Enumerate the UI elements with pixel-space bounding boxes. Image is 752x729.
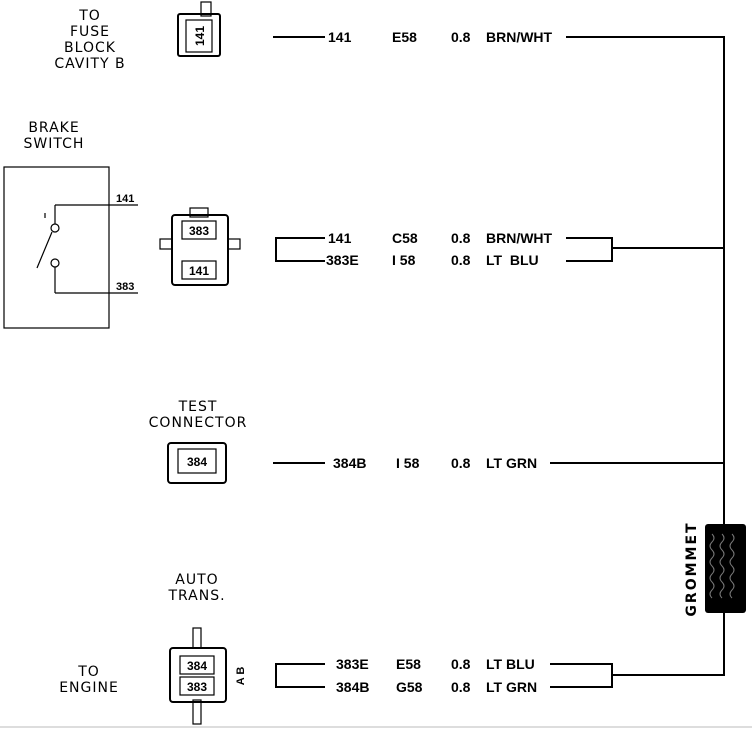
fuse-connector: 141 xyxy=(177,1,221,57)
wire-color: LT GRN xyxy=(486,455,537,471)
trans-label-line-1: AUTO xyxy=(175,572,218,588)
test-pin-384: 384 xyxy=(187,455,207,469)
switch-contact-top xyxy=(50,223,60,233)
trans-pin-384: 384 xyxy=(187,659,207,673)
wire-location: G58 xyxy=(396,679,423,695)
wire-color: LT GRN xyxy=(486,679,537,695)
wire-gauge: 0.8 xyxy=(451,455,471,471)
wire-label-test: 384B I 58 0.8 LT GRN xyxy=(333,455,537,471)
wire-color: BRN/WHT xyxy=(486,230,553,246)
fuse-label-line-4: CAVITY B xyxy=(54,56,125,72)
wire-circuit: 141 xyxy=(328,29,352,45)
switch-housing xyxy=(3,166,110,329)
wire-gauge: 0.8 xyxy=(451,230,471,246)
fuse-label-line-2: FUSE xyxy=(70,24,110,40)
brake-connector-body xyxy=(171,214,229,286)
wire-color: BRN/WHT xyxy=(486,29,553,45)
trans-label-line-2: TRANS. xyxy=(167,588,225,604)
trans-pin-letters: A B xyxy=(235,667,247,686)
brake-pin-383: 383 xyxy=(189,224,209,238)
engine-label-line-1: TO xyxy=(77,664,100,680)
test-label-line-2: CONNECTOR xyxy=(149,415,248,431)
wire-label-trans-2: 384B G58 0.8 LT GRN xyxy=(336,679,537,695)
wire-circuit: 384B xyxy=(333,455,366,471)
trans-pin-383: 383 xyxy=(187,680,207,694)
wire-location: E58 xyxy=(396,656,421,672)
test-connector-label: TEST CONNECTOR xyxy=(149,399,248,431)
test-label-line-1: TEST xyxy=(178,399,218,415)
brake-connector: 383 141 xyxy=(159,207,241,286)
switch-terminal-141: 141 xyxy=(116,193,134,205)
wire-label-trans-1: 383E E58 0.8 LT BLU xyxy=(336,656,535,672)
wire-circuit: 384B xyxy=(336,679,369,695)
switch-blade xyxy=(36,231,53,269)
brake-label-line-1: BRAKE xyxy=(28,120,79,136)
fuse-label-line-3: BLOCK xyxy=(64,40,116,56)
wire-gauge: 0.8 xyxy=(451,679,471,695)
brake-label-line-2: SWITCH xyxy=(24,136,85,152)
engine-label-line-2: ENGINE xyxy=(59,680,119,696)
wire-location: I 58 xyxy=(396,455,420,471)
switch-terminal-383: 383 xyxy=(116,281,134,293)
wire-color: LT BLU xyxy=(486,252,539,268)
brake-switch-symbol: 141 383 xyxy=(3,166,138,329)
wire-lines xyxy=(273,36,725,688)
grommet-body xyxy=(705,524,746,613)
wire-color: LT BLU xyxy=(486,656,535,672)
auto-trans-label: AUTO TRANS. xyxy=(167,572,225,604)
fuse-block-label: TO FUSE BLOCK CAVITY B xyxy=(54,8,125,72)
fuse-label-line-1: TO xyxy=(78,8,101,24)
grommet: GROMMET xyxy=(684,521,746,617)
wire-location: E58 xyxy=(392,29,417,45)
brake-pin-141: 141 xyxy=(189,264,209,278)
fuse-connector-body xyxy=(177,13,221,57)
test-connector: 384 xyxy=(167,442,227,484)
grommet-label: GROMMET xyxy=(684,521,700,616)
wire-circuit: 383E xyxy=(336,656,369,672)
wire-gauge: 0.8 xyxy=(451,29,471,45)
wire-gauge: 0.8 xyxy=(451,252,471,268)
wire-location: C58 xyxy=(392,230,418,246)
wire-circuit: 383E xyxy=(326,252,359,268)
wire-location: I 58 xyxy=(392,252,416,268)
wire-label-brake-2: 383E I 58 0.8 LT BLU xyxy=(326,252,539,268)
wire-label-brake-1: 141 C58 0.8 BRN/WHT xyxy=(328,230,553,246)
fuse-pin-141: 141 xyxy=(193,26,207,46)
to-engine-label: TO ENGINE xyxy=(59,664,119,696)
brake-switch-label: BRAKE SWITCH xyxy=(24,120,85,152)
trans-connector-body xyxy=(169,647,227,703)
switch-contact-bottom xyxy=(50,258,60,268)
wire-gauge: 0.8 xyxy=(451,656,471,672)
test-connector-body xyxy=(167,442,227,484)
wire-circuit: 141 xyxy=(328,230,352,246)
trans-connector: 384 383 A B xyxy=(169,627,247,725)
wire-label-fuse: 141 E58 0.8 BRN/WHT xyxy=(328,29,553,45)
